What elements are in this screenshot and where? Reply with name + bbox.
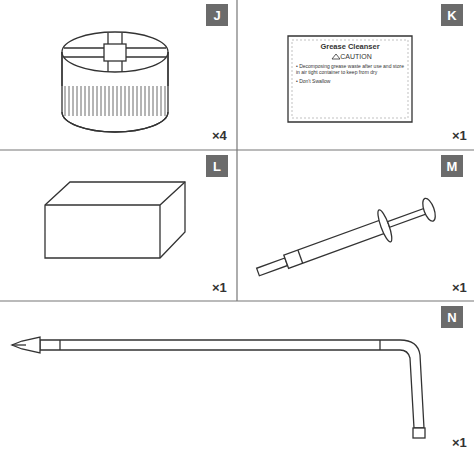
packet-text: • Don't Swallow <box>296 78 404 84</box>
part-letter: J <box>206 4 228 26</box>
packet-text: Grease Cleanser <box>320 42 379 51</box>
packet-text: • Decomposing grease waste after use and… <box>296 63 404 76</box>
part-letter-text: K <box>447 8 456 23</box>
part-letter: K <box>441 4 463 26</box>
quantity-label: ×1 <box>452 128 467 143</box>
quantity-label: ×1 <box>212 280 227 295</box>
part-letter-text: L <box>213 159 221 174</box>
quantity-label: ×4 <box>212 128 227 143</box>
part-letter-text: N <box>447 310 456 325</box>
packet-text: CAUTION <box>328 53 372 60</box>
part-letter: N <box>441 306 463 328</box>
cleanser-packet: Grease CleanserCAUTION • Decomposing grea… <box>290 38 410 88</box>
part-letter: L <box>206 155 228 177</box>
quantity-label: ×1 <box>452 435 467 450</box>
part-letter-text: J <box>213 8 220 23</box>
part-letter-text: M <box>447 159 458 174</box>
part-letter: M <box>441 155 463 177</box>
quantity-label: ×1 <box>452 280 467 295</box>
